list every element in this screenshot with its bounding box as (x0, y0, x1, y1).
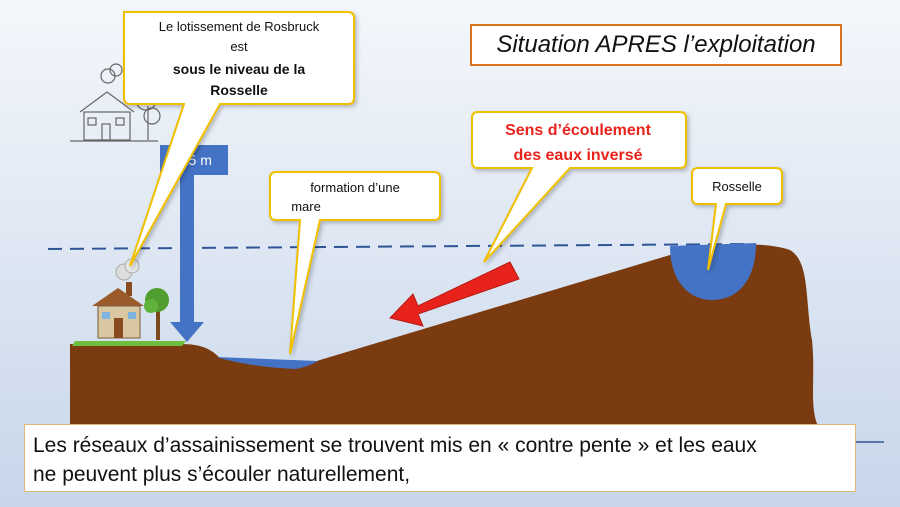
mare-pond (216, 357, 318, 369)
grass-strip (72, 341, 186, 346)
depth-arrow-shaft (180, 175, 194, 325)
rosselle-label: Rosselle (712, 179, 762, 194)
lotissement-line-1: Le lotissement de Rosbruck (159, 19, 320, 34)
caption-line-2: ne peuvent plus s’écouler naturellement, (33, 463, 411, 486)
house-icon (92, 258, 169, 340)
callout-lotissement (123, 11, 355, 267)
ground-profile (70, 244, 820, 430)
page-title: Situation APRES l’exploitation (470, 24, 842, 66)
depth-arrow-head (170, 322, 204, 342)
house-sketch-icon (70, 63, 161, 142)
lotissement-line-2: est (230, 39, 248, 54)
callout-sens (471, 111, 687, 263)
caption-box: Les réseaux d’assainissement se trouvent… (24, 424, 856, 492)
mare-line-1: formation d’une (310, 180, 400, 195)
mare-line-2: mare (291, 199, 321, 214)
water-level-line (47, 243, 753, 250)
rosselle-river (670, 243, 756, 300)
callout-rosselle (691, 167, 783, 271)
lotissement-line-3: sous le niveau de la (173, 61, 305, 77)
callout-mare (269, 171, 441, 355)
sens-line-1: Sens d’écoulement (505, 122, 651, 139)
lotissement-line-4: Rosselle (210, 82, 268, 98)
caption-line-1: Les réseaux d’assainissement se trouvent… (33, 434, 757, 457)
sens-line-2: des eaux inversé (514, 147, 643, 164)
flow-direction-arrow (389, 261, 520, 327)
